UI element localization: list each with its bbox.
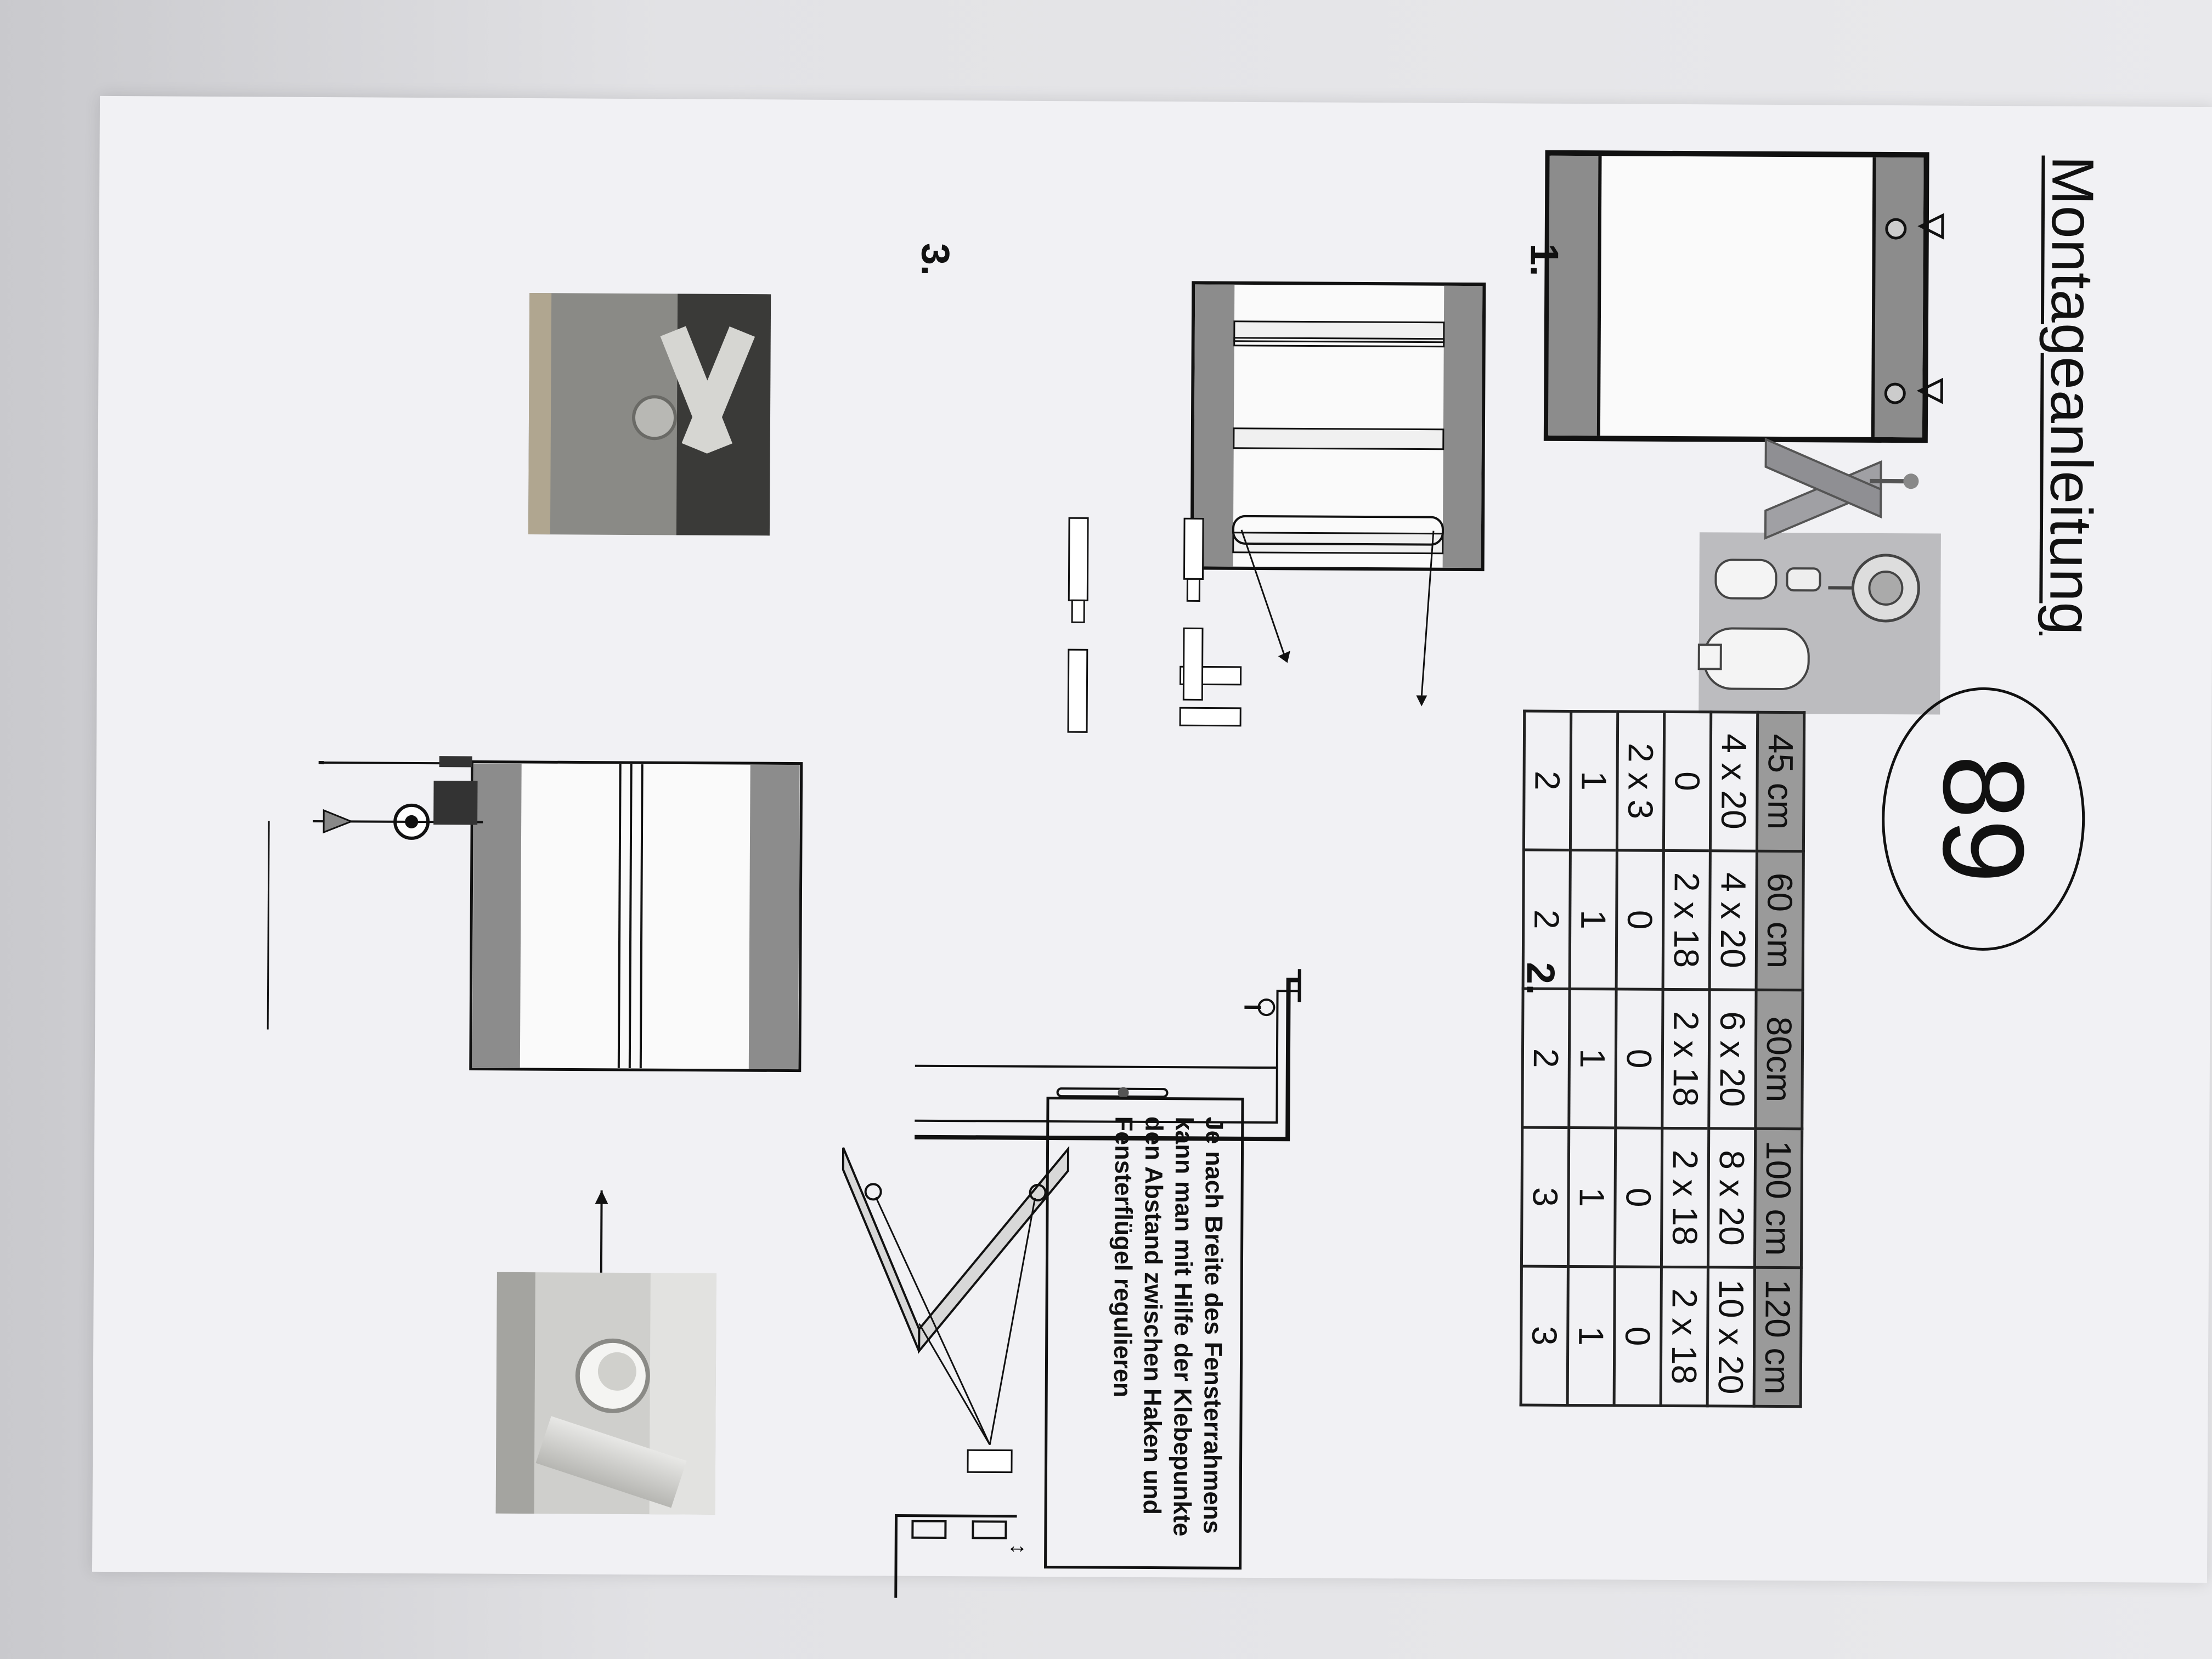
step-1-label: 1. <box>1522 243 1566 276</box>
table-cell: 3 <box>1521 1127 1569 1267</box>
table-cell: 2 <box>1523 711 1571 850</box>
table-cell: 6 x 20 <box>1708 989 1757 1129</box>
svg-text:↕: ↕ <box>1006 1544 1030 1555</box>
table-cell: 0 <box>1663 712 1711 851</box>
step-2-label: 2. <box>1518 962 1562 995</box>
table-cell: 3 <box>1521 1266 1568 1406</box>
note-box: Je nach Breite des Fensterrahmens kann m… <box>1044 1096 1244 1570</box>
table-cell: 2 x 3 <box>1617 711 1664 851</box>
table-row: 1 1 1 1 1 <box>1567 711 1618 1406</box>
table-row: 2 2 2 3 3 <box>1521 711 1571 1406</box>
table-cell: 1 <box>1568 989 1617 1128</box>
note-text: Je nach Breite des Fensterrahmens kann m… <box>1109 1116 1229 1537</box>
table-cell: 0 <box>1614 1266 1662 1406</box>
hook-angle-diagram <box>842 1146 1070 1474</box>
table-header-cell: 120 cm <box>1754 1267 1802 1407</box>
table-cell: 1 <box>1568 1127 1616 1267</box>
hook-photo-2 <box>495 1272 716 1515</box>
sheet-content: Montageanleitung <box>92 96 2212 1598</box>
table-header-cell: 80cm <box>1755 990 1803 1129</box>
rod-connection-diagram <box>1067 517 1204 733</box>
table-cell: 0 <box>1615 989 1663 1128</box>
model-number: 89 <box>1918 754 2049 884</box>
table-header-row: 45 cm 60 cm 80cm 100 cm 120 cm <box>1754 712 1804 1407</box>
step-3-label: 3. <box>913 242 957 276</box>
table-cell: 1 <box>1570 850 1617 989</box>
table-cell: 2 x 18 <box>1663 850 1711 990</box>
quantity-table: 45 cm 60 cm 80cm 100 cm 120 cm 4 x 20 4 … <box>1520 710 1806 1408</box>
table-header-cell: 60 cm <box>1756 851 1804 990</box>
parts-illustration <box>1697 437 1941 715</box>
table-cell: 2 x 18 <box>1661 1128 1709 1267</box>
hook-photo-1 <box>528 293 771 536</box>
table-header-cell: 45 cm <box>1757 712 1804 851</box>
table-cell: 10 x 20 <box>1707 1267 1755 1407</box>
document-title: Montageanleitung <box>2037 155 2107 636</box>
table-cell: 2 x 18 <box>1662 989 1710 1128</box>
table-header-cell: 100 cm <box>1754 1128 1802 1268</box>
table-cell: 1 <box>1567 1266 1615 1406</box>
table-row: 2 x 3 0 0 0 0 <box>1614 711 1664 1406</box>
table-cell: 2 x 18 <box>1661 1267 1708 1406</box>
hook-side-profile: ↕ <box>894 1514 1030 1598</box>
table-row: 0 2 x 18 2 x 18 2 x 18 2 x 18 <box>1661 712 1711 1406</box>
step-1-diagram <box>1179 281 1486 727</box>
step-2-window-frame-diagram <box>915 969 1301 1142</box>
table-cell: 2 <box>1522 989 1570 1128</box>
instruction-sheet: Montageanleitung <box>92 95 2212 1598</box>
table-cell: 4 x 20 <box>1709 850 1757 990</box>
table-cell: 8 x 20 <box>1708 1128 1756 1268</box>
model-number-oval: 89 <box>1881 686 2086 951</box>
table-row: 4 x 20 4 x 20 6 x 20 8 x 20 10 x 20 <box>1707 712 1758 1407</box>
table-cell: 4 x 20 <box>1710 712 1758 851</box>
table-cell: 0 <box>1615 1127 1662 1267</box>
table-cell: 0 <box>1616 850 1664 990</box>
table-cell: 1 <box>1570 711 1618 850</box>
step-3-mounting-diagram <box>267 756 803 1073</box>
blind-overview-diagram <box>1543 150 1944 443</box>
